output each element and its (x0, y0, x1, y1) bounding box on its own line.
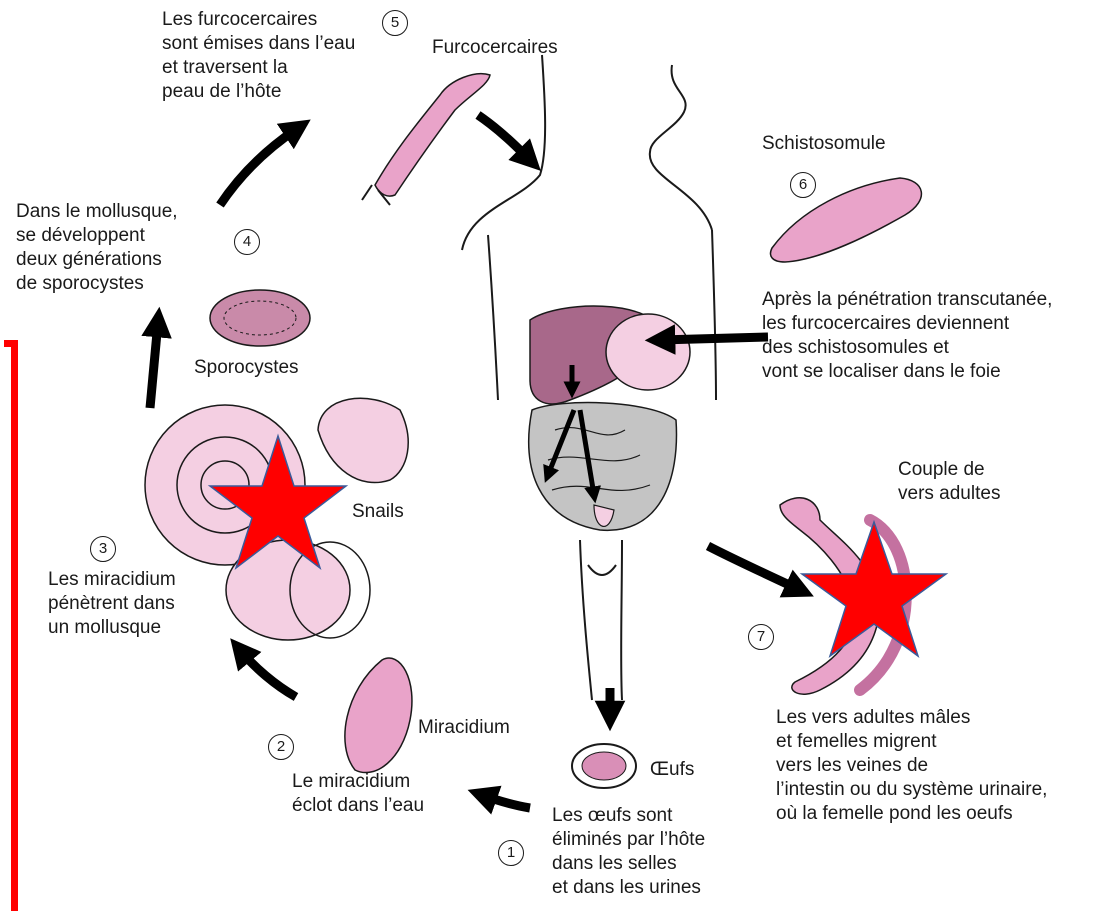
step-number-6: 6 (790, 172, 816, 198)
step-number-7: 7 (748, 624, 774, 650)
step-number-3: 3 (90, 536, 116, 562)
sporocyste-organism (210, 290, 310, 346)
stage-label-schistosomule: Schistosomule (762, 132, 886, 156)
step-number-4: 4 (234, 229, 260, 255)
step-4-description: Dans le mollusque,se développent deux gé… (16, 200, 178, 296)
stomach-organ (606, 314, 690, 390)
stage-label-snails: Snails (352, 500, 404, 524)
stage-label-miracidium: Miracidium (418, 716, 510, 740)
step-number-5: 5 (382, 10, 408, 36)
step-6-description: Après la pénétration transcutanée,les fu… (762, 288, 1052, 384)
step-number-2: 2 (268, 734, 294, 760)
stage-label-furcocercaires: Furcocercaires (432, 36, 558, 60)
stage-label-sporocystes: Sporocystes (194, 356, 299, 380)
furcocercaire-organism (362, 74, 490, 205)
miracidium-organism (345, 658, 412, 772)
egg-organism (572, 744, 636, 788)
step-number-1: 1 (498, 840, 524, 866)
red-frame-marker (4, 340, 18, 911)
stage-label-oeufs: Œufs (650, 758, 694, 782)
